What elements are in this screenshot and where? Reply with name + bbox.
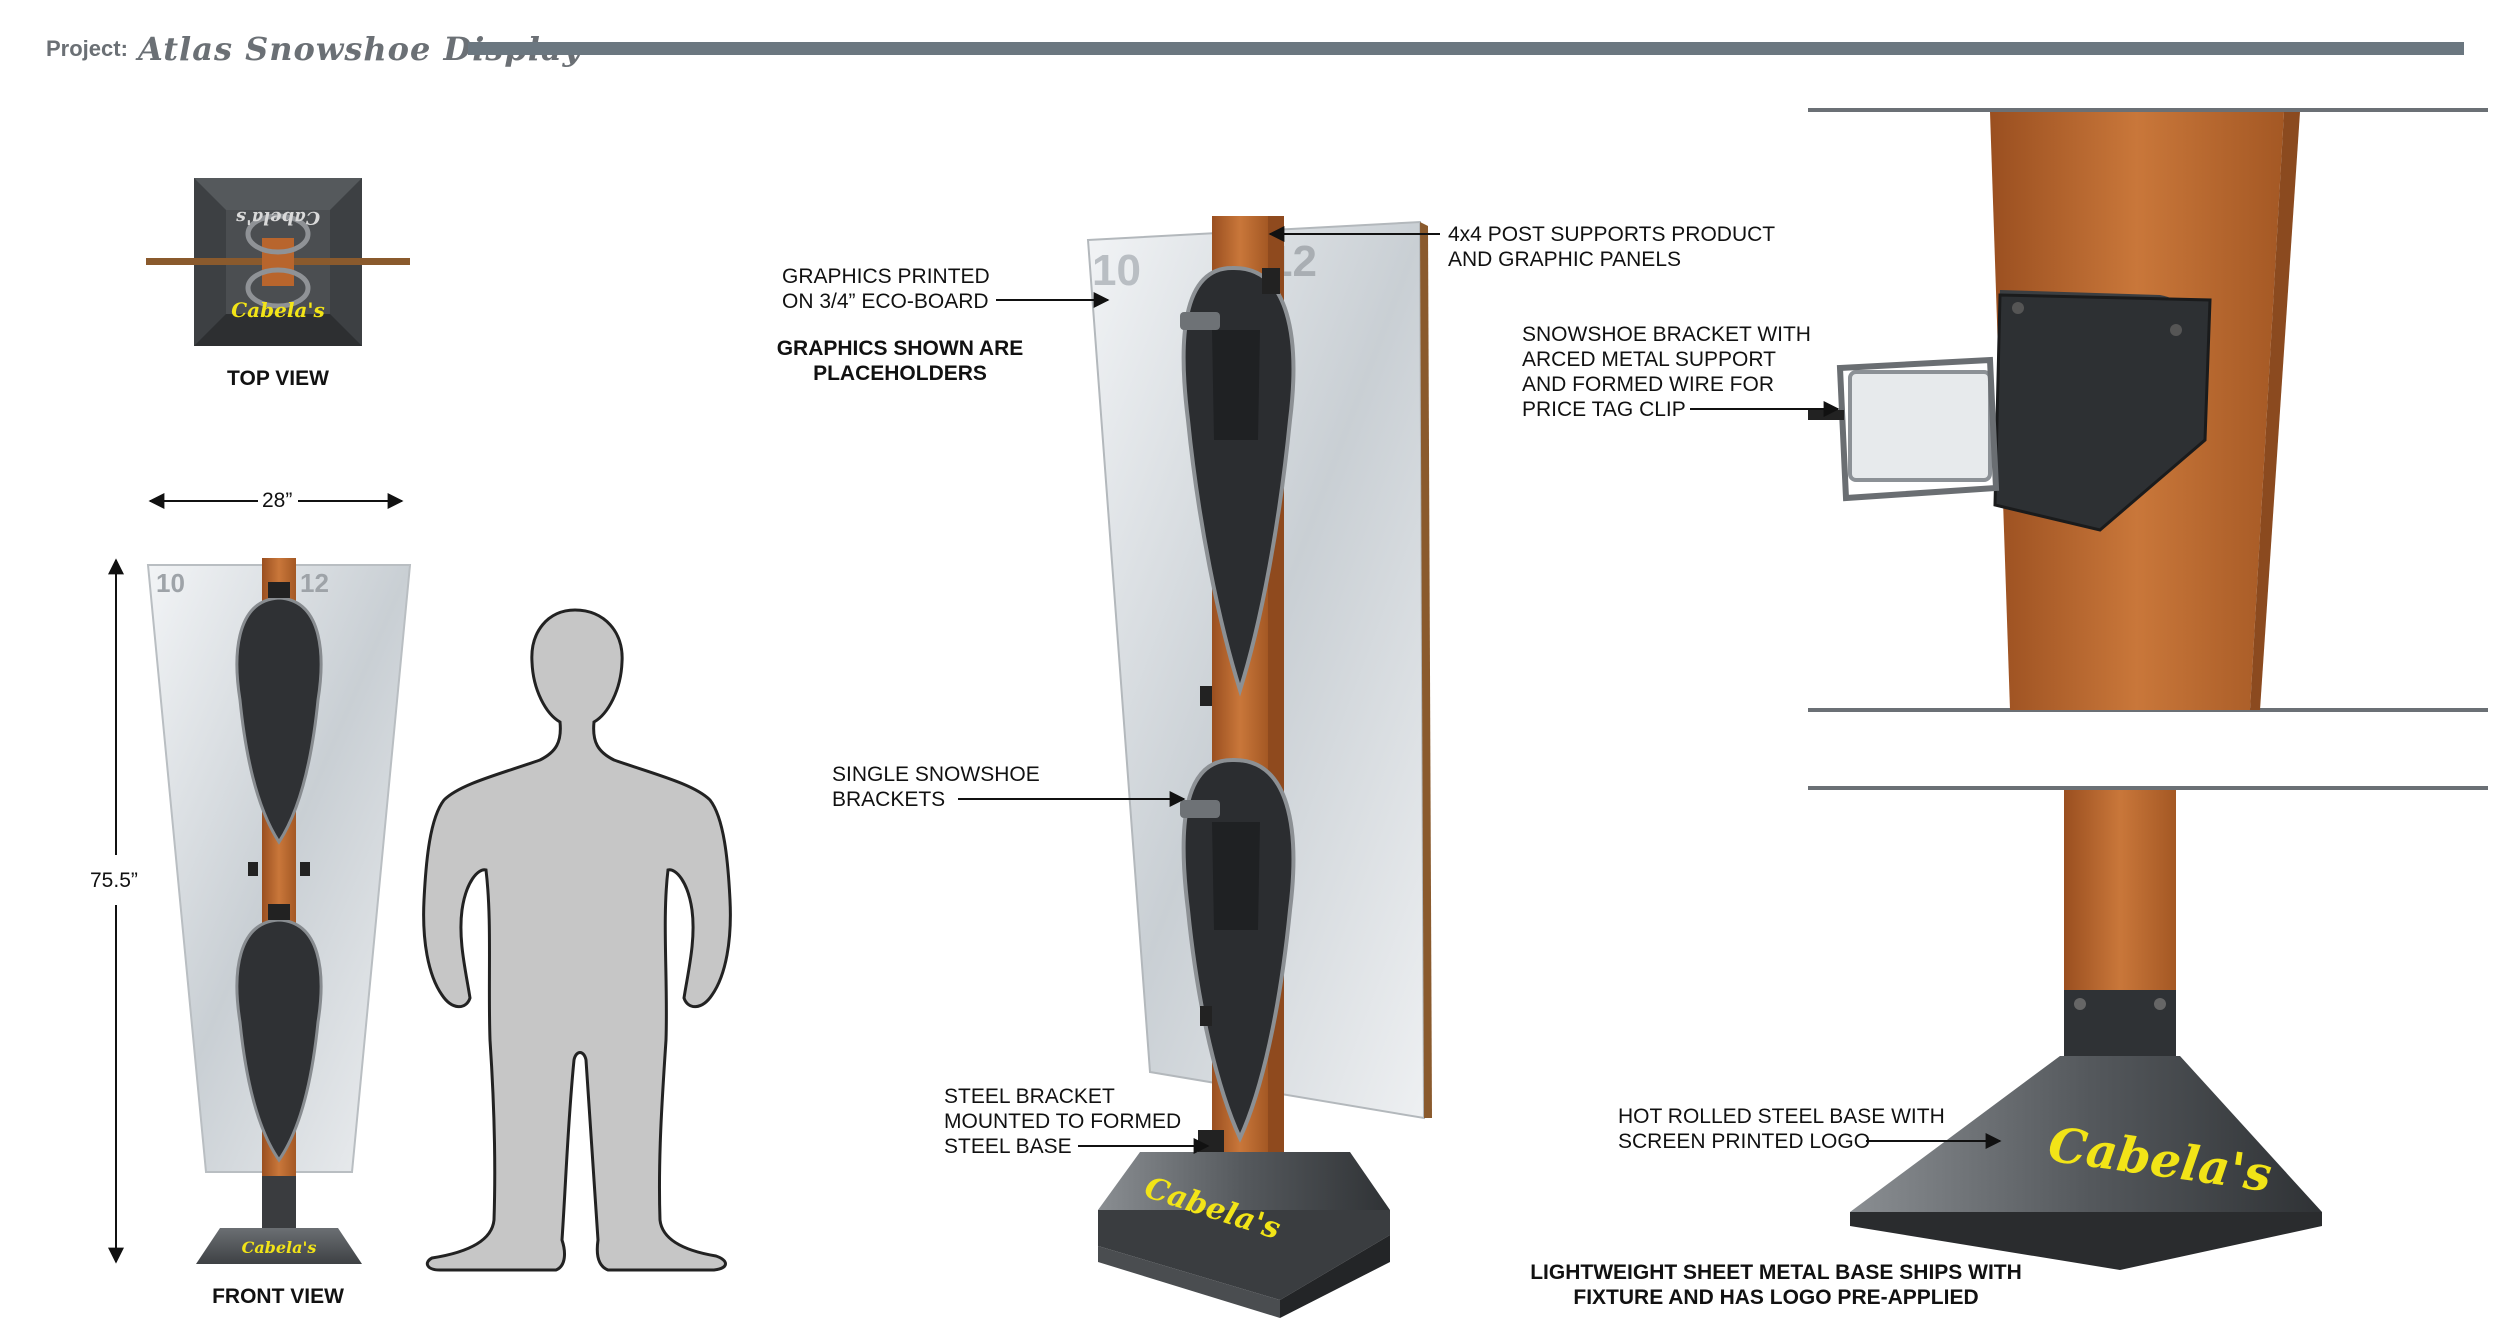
callout-line: GRAPHICS PRINTED — [782, 265, 990, 288]
callout-line: SCREEN PRINTED LOGO — [1618, 1130, 1871, 1153]
front-view-label: FRONT VIEW — [212, 1285, 344, 1308]
top-view-logo: Cabela's — [231, 298, 325, 322]
callout-line: STEEL BRACKET — [944, 1085, 1115, 1108]
callout-snowshoe-bracket: SNOWSHOE BRACKET WITH ARCED METAL SUPPOR… — [1522, 322, 1811, 422]
leader-lines — [958, 226, 2002, 1154]
callout-line: MOUNTED TO FORMED — [944, 1110, 1182, 1133]
width-dimension-label: 28” — [262, 489, 293, 512]
callout-hot-rolled: HOT ROLLED STEEL BASE WITH SCREEN PRINTE… — [1618, 1104, 1945, 1154]
project-label: Project: — [46, 36, 128, 61]
callout-graphics-placeholder: GRAPHICS SHOWN ARE PLACEHOLDERS — [770, 336, 1030, 386]
callout-line: ARCED METAL SUPPORT — [1522, 348, 1776, 371]
perspective-display-drawing: 10 12 Cabela's — [1086, 216, 1432, 1318]
front-view-drawing: Cabela's 10 12 — [146, 558, 412, 1264]
front-view-logo: Cabela's — [242, 1238, 317, 1257]
callout-line: SNOWSHOE BRACKET WITH — [1522, 323, 1811, 346]
callout-single-brackets: SINGLE SNOWSHOE BRACKETS — [832, 762, 1040, 812]
base-detail-drawing: Cabela's — [1808, 786, 2488, 1270]
callout-line: STEEL BASE — [944, 1135, 1072, 1158]
height-dimension-label: 75.5” — [90, 869, 138, 892]
callout-line: HOT ROLLED STEEL BASE WITH — [1618, 1105, 1945, 1128]
panel-number-left: 10 — [1092, 246, 1141, 295]
callout-line: ON 3/4” ECO-BOARD — [782, 290, 989, 313]
callout-post-supports: 4x4 POST SUPPORTS PRODUCT AND GRAPHIC PA… — [1448, 222, 1775, 272]
callout-lightweight-base: LIGHTWEIGHT SHEET METAL BASE SHIPS WITH … — [1486, 1260, 2066, 1310]
bracket-detail-drawing — [1808, 108, 2488, 712]
callout-line: 4x4 POST SUPPORTS PRODUCT — [1448, 223, 1776, 246]
callout-line: PLACEHOLDERS — [813, 362, 987, 385]
top-view-label: TOP VIEW — [227, 367, 329, 390]
human-scale-silhouette — [422, 608, 732, 1272]
callout-line: PRICE TAG CLIP — [1522, 398, 1686, 421]
callout-line: GRAPHICS SHOWN ARE — [776, 337, 1024, 360]
callout-line: LIGHTWEIGHT SHEET METAL BASE SHIPS WITH — [1530, 1261, 2022, 1284]
callout-steel-bracket: STEEL BRACKET MOUNTED TO FORMED STEEL BA… — [944, 1084, 1181, 1159]
callout-line: AND GRAPHIC PANELS — [1448, 248, 1681, 271]
callout-line: AND FORMED WIRE FOR — [1522, 373, 1774, 396]
header-rule — [468, 42, 2464, 55]
callout-line: BRACKETS — [832, 788, 946, 811]
callout-line: SINGLE SNOWSHOE — [832, 763, 1040, 786]
callout-graphics-printed: GRAPHICS PRINTED ON 3/4” ECO-BOARD — [782, 264, 990, 314]
front-panel-number-right: 12 — [300, 568, 329, 598]
front-panel-number-left: 10 — [156, 568, 185, 598]
top-view-drawing: Cabela's Cabela's — [146, 178, 410, 346]
callout-line: FIXTURE AND HAS LOGO PRE-APPLIED — [1573, 1286, 1979, 1309]
top-view-logo-mirror: Cabela's — [236, 207, 320, 228]
